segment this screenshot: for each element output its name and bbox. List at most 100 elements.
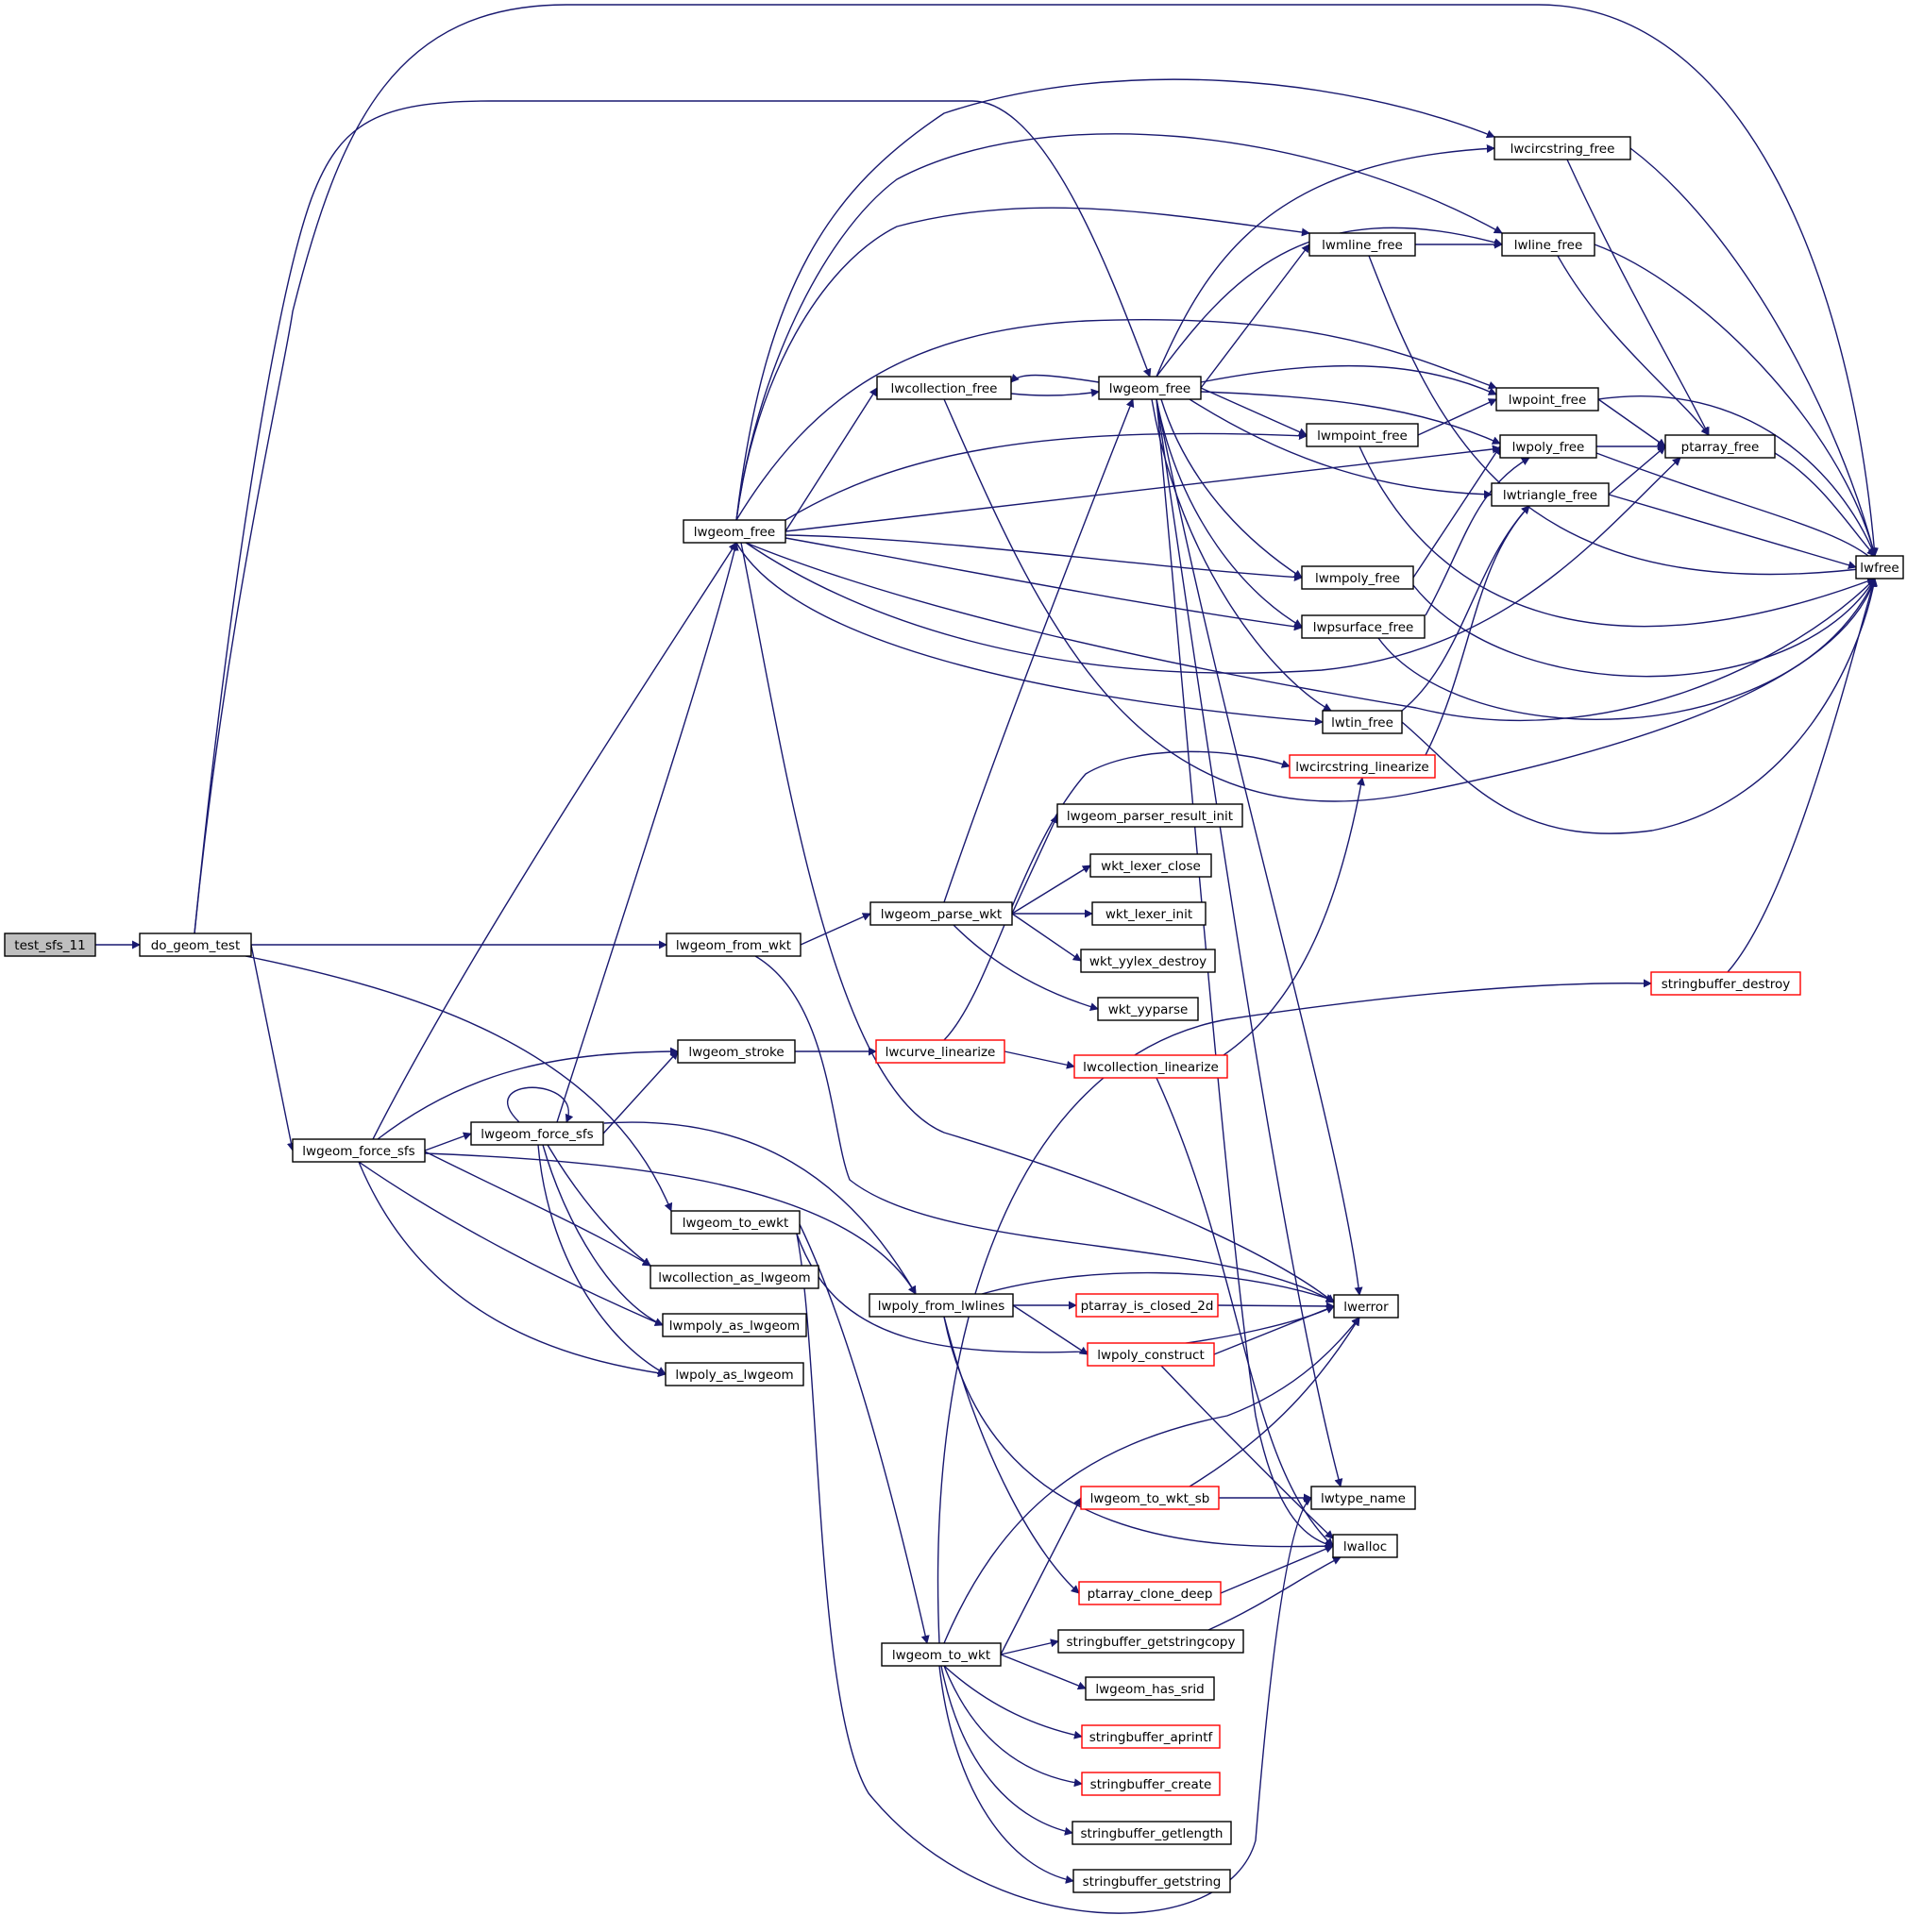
node-lwgeom-parser-result-init[interactable]: lwgeom_parser_result_init xyxy=(1056,803,1243,828)
node-lwpoly-from-lwlines[interactable]: lwpoly_from_lwlines xyxy=(869,1293,1014,1318)
node-lwcircstring-linearize[interactable]: lwcircstring_linearize xyxy=(1289,754,1436,779)
node-wkt-yylex-destroy[interactable]: wkt_yylex_destroy xyxy=(1080,949,1216,973)
edge-lwtin_free-to-lwfree xyxy=(1401,578,1878,834)
edge-lwgeom_force_sfs2-to-lwpoly_as_lwgeom xyxy=(537,1144,667,1375)
node-ptarray-clone-deep[interactable]: ptarray_clone_deep xyxy=(1078,1581,1222,1605)
node-lwpoint-free[interactable]: lwpoint_free xyxy=(1495,387,1599,412)
edge-lwgeom_to_wkt-to-stringbuffer_getstring xyxy=(938,1665,1074,1884)
node-lwgeom-free2[interactable]: lwgeom_free xyxy=(1098,376,1202,400)
edge-lwgeom_to_wkt_sb-to-lwerror xyxy=(1189,1317,1360,1487)
edge-lwpoly_from_lwlines-to-lwalloc xyxy=(943,1316,1334,1551)
node-lwmpoly-as-lwgeom[interactable]: lwmpoly_as_lwgeom xyxy=(662,1313,807,1337)
node-box xyxy=(875,1039,1005,1064)
edge-lwgeom_force_sfs-to-lwgeom_free xyxy=(372,542,737,1140)
node-do-geom-test[interactable]: do_geom_test xyxy=(139,932,252,957)
node-lwline-free[interactable]: lwline_free xyxy=(1501,232,1595,257)
node-box xyxy=(876,376,1012,400)
node-label: lwgeom_force_sfs xyxy=(302,1144,414,1159)
node-stringbuffer-create[interactable]: stringbuffer_create xyxy=(1081,1772,1221,1796)
node-stringbuffer-getstring[interactable]: stringbuffer_getstring xyxy=(1072,1869,1231,1893)
edge-lwgeom_force_sfs-to-lwgeom_stroke xyxy=(377,1047,679,1140)
node-lwerror[interactable]: lwerror xyxy=(1333,1294,1399,1319)
edge-lwgeom_free2-to-lwtype_name xyxy=(1156,398,1343,1487)
node-lwgeom-parse-wkt[interactable]: lwgeom_parse_wkt xyxy=(869,901,1013,926)
node-label: lwline_free xyxy=(1514,238,1583,253)
node-lwmpoint-free[interactable]: lwmpoint_free xyxy=(1306,423,1419,447)
node-lwgeom-force-sfs2[interactable]: lwgeom_force_sfs xyxy=(470,1121,604,1146)
node-lwgeom-to-ewkt[interactable]: lwgeom_to_ewkt xyxy=(670,1210,801,1235)
node-lwcurve-linearize[interactable]: lwcurve_linearize xyxy=(875,1039,1005,1064)
edge-lwgeom_to_wkt-to-lwerror xyxy=(943,1317,1360,1644)
edge-lwgeom_force_sfs2-to-lwmpoly_as_lwgeom xyxy=(542,1144,664,1326)
node-box xyxy=(869,1293,1014,1318)
node-lwpoly-construct[interactable]: lwpoly_construct xyxy=(1087,1342,1215,1367)
edge-lwgeom_to_wkt-to-stringbuffer_create xyxy=(943,1665,1083,1788)
node-label: lwgeom_parser_result_init xyxy=(1067,809,1233,824)
edge-lwpoint_free-to-ptarray_free xyxy=(1597,398,1666,447)
node-lwgeom-free[interactable]: lwgeom_free xyxy=(683,519,786,544)
node-box xyxy=(1091,901,1207,926)
node-lwcollection-as-lwgeom[interactable]: lwcollection_as_lwgeom xyxy=(650,1265,819,1289)
node-ptarray-is-closed-2d[interactable]: ptarray_is_closed_2d xyxy=(1075,1293,1219,1318)
node-ptarray-free[interactable]: ptarray_free xyxy=(1664,434,1776,459)
edge-do_geom_test-to-lwfree xyxy=(194,4,1879,934)
node-lwcollection-linearize[interactable]: lwcollection_linearize xyxy=(1073,1054,1228,1079)
edge-lwgeom_force_sfs2-to-lwpoly_from_lwlines xyxy=(603,1121,917,1295)
node-label: stringbuffer_create xyxy=(1090,1777,1212,1792)
edge-lwgeom_force_sfs-to-lwpoly_as_lwgeom xyxy=(358,1161,667,1378)
node-box xyxy=(1087,1342,1215,1367)
node-lwtin-free[interactable]: lwtin_free xyxy=(1322,710,1403,734)
node-lwpoly-free[interactable]: lwpoly_free xyxy=(1499,434,1597,459)
node-lwgeom-has-srid[interactable]: lwgeom_has_srid xyxy=(1085,1676,1215,1701)
node-box xyxy=(1310,1486,1416,1510)
node-lwtype-name[interactable]: lwtype_name xyxy=(1310,1486,1416,1510)
node-lwgeom-force-sfs[interactable]: lwgeom_force_sfs xyxy=(292,1138,426,1163)
edge-lwgeom_force_sfs-to-lwgeom_force_sfs2 xyxy=(424,1132,472,1151)
edge-lwmpoly_free-to-lwpoly_free xyxy=(1412,445,1501,579)
node-lwfree[interactable]: lwfree xyxy=(1855,555,1904,580)
node-box xyxy=(1080,1486,1220,1510)
node-stringbuffer-destroy[interactable]: stringbuffer_destroy xyxy=(1650,971,1801,996)
node-label: lwpoly_as_lwgeom xyxy=(675,1368,793,1383)
edge-lwgeom_force_sfs-to-lwmpoly_as_lwgeom xyxy=(358,1161,664,1326)
node-lwmpoly-free[interactable]: lwmpoly_free xyxy=(1301,565,1414,590)
edge-lwgeom_to_wkt-to-lwgeom_has_srid xyxy=(1000,1654,1087,1690)
node-stringbuffer-getlength[interactable]: stringbuffer_getlength xyxy=(1072,1821,1232,1845)
edge-lwgeom_force_sfs2-to-lwgeom_stroke xyxy=(602,1050,679,1134)
node-lwgeom-to-wkt-sb[interactable]: lwgeom_to_wkt_sb xyxy=(1080,1486,1220,1510)
node-box xyxy=(677,1039,796,1064)
node-lwcircstring-free[interactable]: lwcircstring_free xyxy=(1494,136,1631,160)
node-wkt-yyparse[interactable]: wkt_yyparse xyxy=(1097,997,1199,1021)
edge-lwgeom_free2-to-lwpsurface_free xyxy=(1156,398,1303,628)
edge-lwpoly_from_lwlines-to-lwpoly_construct xyxy=(1012,1304,1089,1355)
node-lwpsurface-free[interactable]: lwpsurface_free xyxy=(1301,614,1426,639)
node-lwgeom-from-wkt[interactable]: lwgeom_from_wkt xyxy=(666,932,802,957)
edge-stringbuffer_getstringcopy-to-lwalloc xyxy=(1207,1556,1342,1631)
edge-lwgeom_free2-to-lwcollection_free xyxy=(1010,373,1100,383)
node-box xyxy=(1308,232,1416,257)
node-lwalloc[interactable]: lwalloc xyxy=(1332,1534,1398,1558)
node-lwtriangle-free[interactable]: lwtriangle_free xyxy=(1491,482,1610,507)
edge-lwgeom_free-to-lwpsurface_free xyxy=(785,537,1303,631)
node-lwgeom-to-wkt[interactable]: lwgeom_to_wkt xyxy=(881,1642,1002,1667)
node-lwcollection-free[interactable]: lwcollection_free xyxy=(876,376,1012,400)
node-box xyxy=(683,519,786,544)
edge-lwcollection_free-to-lwfree xyxy=(943,398,1877,802)
edge-lwgeom_free-to-lwmline_free xyxy=(735,207,1310,521)
node-label: lwcircstring_linearize xyxy=(1295,760,1428,775)
node-stringbuffer-aprintf[interactable]: stringbuffer_aprintf xyxy=(1081,1724,1221,1749)
node-box xyxy=(1056,803,1243,828)
node-label: lwcollection_as_lwgeom xyxy=(658,1270,810,1285)
node-lwgeom-stroke[interactable]: lwgeom_stroke xyxy=(677,1039,796,1064)
node-test-sfs-11[interactable]: test_sfs_11 xyxy=(4,932,96,957)
node-wkt-lexer-close[interactable]: wkt_lexer_close xyxy=(1089,853,1212,878)
edge-lwgeom_force_sfs2-to-lwcollection_as_lwgeom xyxy=(547,1144,651,1267)
node-lwmline-free[interactable]: lwmline_free xyxy=(1308,232,1416,257)
node-stringbuffer-getstringcopy[interactable]: stringbuffer_getstringcopy xyxy=(1057,1629,1244,1654)
node-wkt-lexer-init[interactable]: wkt_lexer_init xyxy=(1091,901,1207,926)
node-label: lwgeom_free xyxy=(1109,381,1190,396)
edge-lwgeom_free2-to-lwalloc xyxy=(1156,398,1334,1549)
node-lwpoly-as-lwgeom[interactable]: lwpoly_as_lwgeom xyxy=(665,1362,804,1386)
edge-lwgeom_parse_wkt-to-lwgeom_free2 xyxy=(943,398,1135,903)
